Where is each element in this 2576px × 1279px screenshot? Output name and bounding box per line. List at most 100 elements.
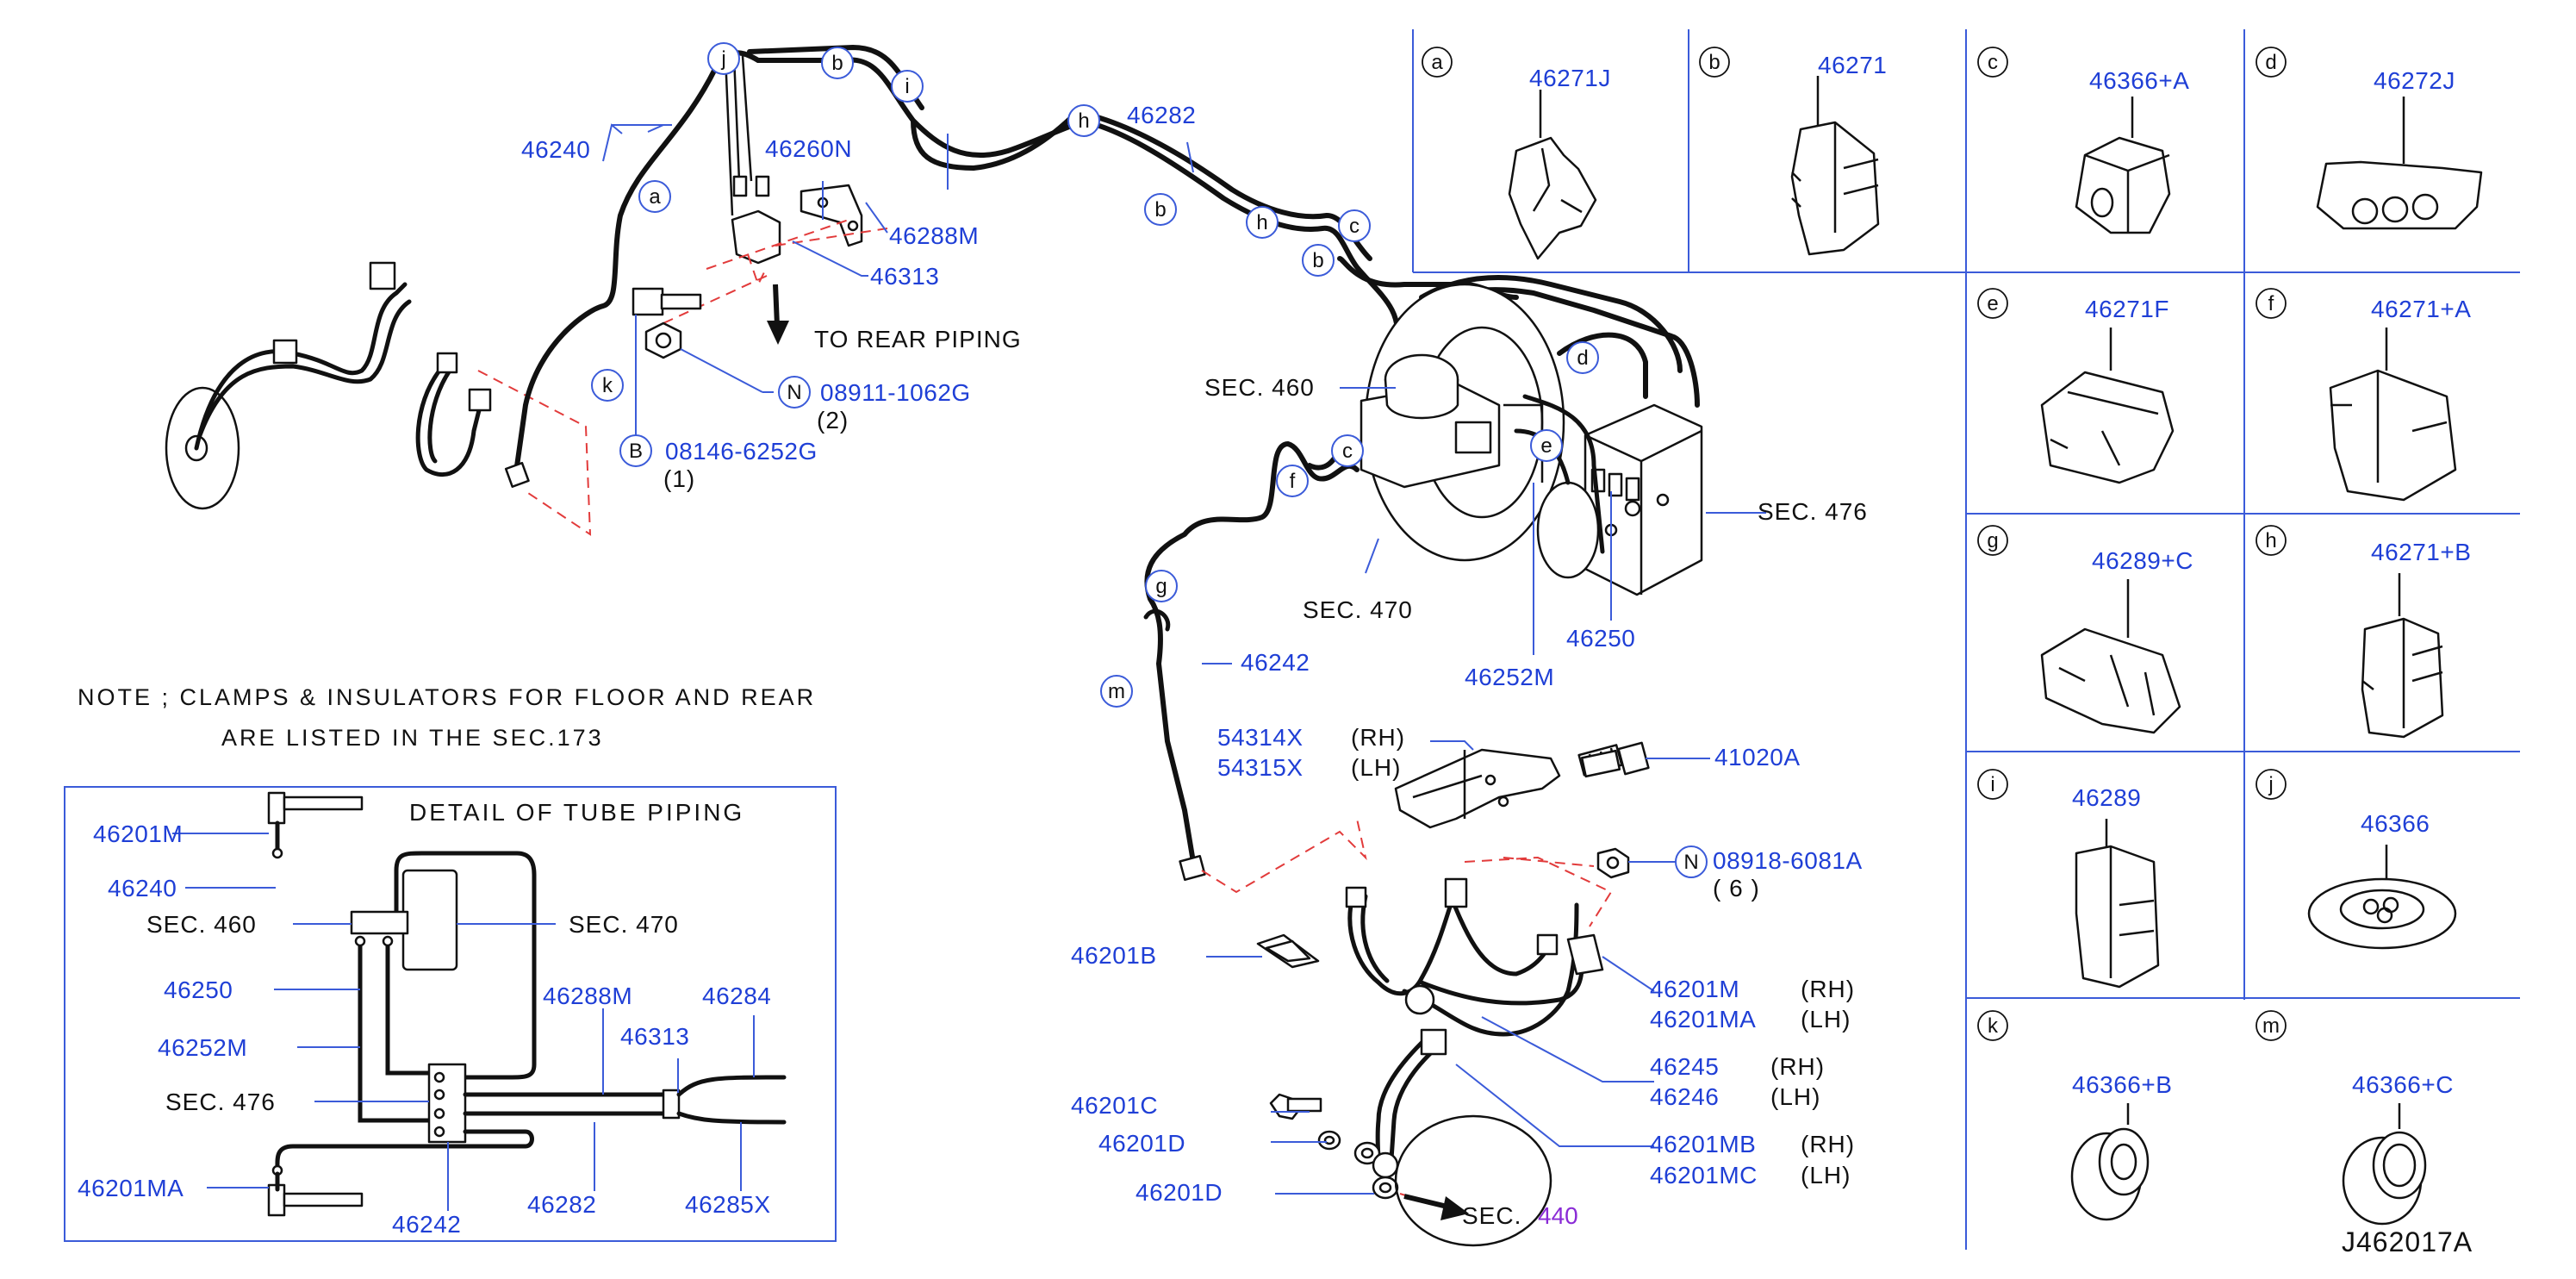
svg-text:k: k: [602, 374, 613, 397]
label-46201MB: 46201MB: [1650, 1131, 1756, 1157]
label-41020A: 41020A: [1714, 744, 1801, 771]
detail-label-sec-460: SEC. 460: [146, 911, 257, 938]
clamp-cell-a: a 46271J: [1422, 47, 1611, 91]
clamp-letter-circle: [2256, 525, 2287, 556]
label-46246: 46246: [1650, 1083, 1719, 1110]
label-46250: 46250: [1566, 625, 1635, 652]
clamp-d-shape: [2316, 97, 2483, 230]
clamp-g-shape: [2040, 579, 2181, 734]
label-46245-rh: (RH): [1770, 1053, 1825, 1080]
label-46201D-lower: 46201D: [1136, 1179, 1223, 1206]
clamp-letter: i: [1990, 773, 1994, 796]
callout-circles: [591, 42, 1708, 878]
label-46201MA: 46201MA: [1650, 1006, 1756, 1033]
svg-text:c: c: [1342, 440, 1353, 463]
label-46201MB-rh: (RH): [1801, 1131, 1855, 1157]
label-46201B: 46201B: [1071, 942, 1157, 969]
clamp-part-number: 46366+B: [2072, 1071, 2172, 1098]
svg-text:h: h: [1256, 211, 1267, 234]
clamp-c-shape: [2075, 97, 2171, 234]
clamp-letter-circle: [2256, 47, 2287, 78]
clamp-letter-circle: [2256, 769, 2287, 800]
brake-booster-assembly: [1360, 283, 1703, 596]
label-46245: 46245: [1650, 1053, 1719, 1080]
clamp-i-shape: [2075, 819, 2160, 989]
label-sec-440-number: 440: [1538, 1202, 1578, 1229]
clamp-e-shape: [2040, 328, 2175, 484]
callout-letters: a j b i h b h b c d e c f g m k N B N: [602, 47, 1699, 874]
front-brake-hose-left: [165, 261, 592, 536]
label-08146-6252G: 08146-6252G: [665, 438, 818, 465]
svg-text:N: N: [787, 381, 801, 404]
detail-label-46284: 46284: [702, 983, 771, 1009]
label-46201M-rh: (RH): [1801, 976, 1855, 1002]
svg-text:b: b: [831, 52, 843, 75]
svg-text:j: j: [720, 47, 725, 71]
detail-label-46242: 46242: [392, 1211, 461, 1238]
leader-lines: [602, 123, 1766, 1195]
clamp-part-number: 46366: [2361, 810, 2430, 837]
label-46201MC-lh: (LH): [1801, 1162, 1851, 1189]
detail-tube-piping: DETAIL OF TUBE PIPING: [64, 786, 837, 1242]
detail-label-sec-476: SEC. 476: [165, 1089, 276, 1115]
label-54315X-lh: (LH): [1351, 754, 1401, 781]
bolt-08146: [632, 287, 702, 435]
clamp-letter-circle: [1422, 47, 1453, 78]
main-labels: 46240 46260N 46288M 46313 TO REAR PIPING…: [521, 102, 1867, 1229]
clamp-letter: f: [2268, 292, 2274, 315]
clamp-letter: a: [1431, 51, 1443, 74]
detail-label-46288M: 46288M: [543, 983, 632, 1009]
note-line-1: NOTE ; CLAMPS & INSULATORS FOR FLOOR AND…: [78, 684, 816, 710]
clamp-part-number: 46366+A: [2089, 67, 2189, 94]
svg-text:b: b: [1312, 249, 1323, 272]
clamp-letter: b: [1708, 51, 1720, 74]
svg-text:f: f: [1290, 470, 1296, 493]
detail-label-sec-470: SEC. 470: [569, 911, 679, 938]
label-46282: 46282: [1127, 102, 1196, 128]
detail-label-46201MA: 46201MA: [78, 1175, 184, 1201]
detail-title: DETAIL OF TUBE PIPING: [409, 799, 744, 826]
clamp-part-number: 46271J: [1529, 65, 1611, 91]
clamp-m-shape: [2342, 1103, 2427, 1226]
label-46313: 46313: [870, 263, 939, 290]
detail-label-46250: 46250: [164, 976, 233, 1003]
label-46201M: 46201M: [1650, 976, 1739, 1002]
label-sec-440-prefix: SEC.: [1462, 1202, 1521, 1229]
label-46201MA-lh: (LH): [1801, 1006, 1851, 1033]
clamp-part-number: 46271: [1818, 52, 1887, 78]
detail-label-46282: 46282: [527, 1191, 596, 1218]
svg-text:i: i: [905, 75, 909, 98]
svg-text:a: a: [649, 185, 661, 209]
clamp-letter-circle: [2256, 288, 2287, 319]
label-08918-6081A: 08918-6081A: [1713, 847, 1863, 874]
label-46260N: 46260N: [765, 135, 852, 162]
label-46246-lh: (LH): [1770, 1083, 1820, 1110]
detail-label-46252M: 46252M: [158, 1034, 247, 1061]
front-brake-hose-right: [1201, 741, 1650, 1247]
label-08911-1062G: 08911-1062G: [820, 379, 971, 406]
svg-text:m: m: [1108, 680, 1125, 703]
label-46201D-upper: 46201D: [1098, 1130, 1185, 1157]
detail-label-46201M: 46201M: [93, 820, 183, 847]
nut-08911: [644, 321, 774, 393]
svg-text:d: d: [1577, 346, 1588, 370]
svg-text:B: B: [629, 440, 643, 463]
clamp-j-shape: [2307, 845, 2457, 950]
clamp-part-number: 46271F: [2085, 296, 2169, 322]
clamp-a-shape: [1508, 90, 1597, 260]
clamp-letter-circle: [1977, 769, 2008, 800]
label-46288M: 46288M: [889, 222, 979, 249]
detail-label-46285X: 46285X: [685, 1191, 771, 1218]
clamp-part-number: 46289+C: [2092, 547, 2193, 574]
svg-text:N: N: [1683, 851, 1698, 874]
label-08918-qty: ( 6 ): [1713, 875, 1760, 902]
label-sec-470: SEC. 470: [1303, 596, 1413, 623]
clamp-letter-circle: [1977, 1010, 2008, 1041]
